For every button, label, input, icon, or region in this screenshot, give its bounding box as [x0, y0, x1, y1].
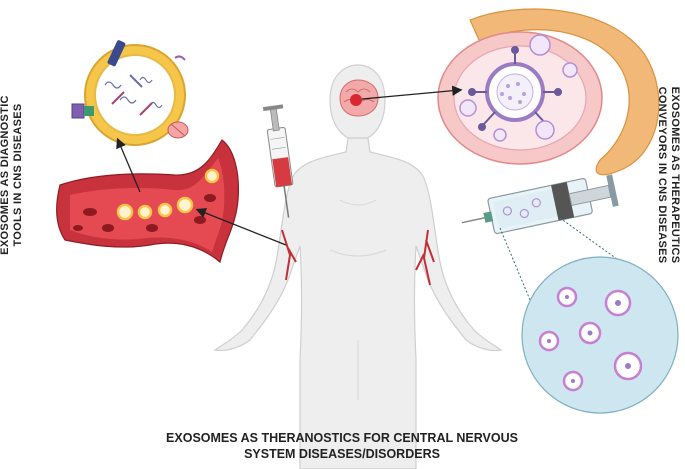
- zoom-line-right: [559, 217, 661, 291]
- diagnostic-label-line2: TOOLS IN CNS DISEASES: [12, 103, 24, 247]
- zoom-line-left: [499, 227, 531, 301]
- brain-barrier-crosssection: [437, 8, 660, 176]
- blood-draw-syringe: [262, 104, 294, 218]
- arrow-arm-to-vessel: [195, 208, 287, 246]
- arrow-brain-to-barrier: [361, 85, 463, 100]
- therapeutic-label-line2: CONVEYORS IN CNS DISEASES: [656, 86, 668, 264]
- arm-veins: [281, 229, 435, 286]
- diagnostic-label-line1: EXOSOMES AS DIAGNOSTIC: [0, 95, 11, 255]
- therapeutic-syringe: [461, 174, 619, 235]
- therapeutic-label: EXOSOMES AS THERAPEUTICS CONVEYORS IN CN…: [655, 70, 681, 280]
- therapeutic-label-line1: EXOSOMES AS THERAPEUTICS: [669, 86, 681, 264]
- diagnostic-exosome: [71, 40, 189, 146]
- therapeutic-exosomes-zoom: [521, 256, 679, 414]
- figure-caption: EXOSOMES AS THERANOSTICS FOR CENTRAL NER…: [92, 430, 592, 462]
- blood-vessel: [56, 139, 240, 264]
- arrow-vessel-to-exosome: [116, 137, 141, 193]
- caption-line2: SYSTEM DISEASES/DISORDERS: [244, 447, 440, 461]
- blood-exosomes: [116, 168, 220, 221]
- caption-line1: EXOSOMES AS THERANOSTICS FOR CENTRAL NER…: [166, 431, 518, 445]
- brain-in-head: [339, 79, 379, 117]
- diagnostic-label: EXOSOMES AS DIAGNOSTIC TOOLS IN CNS DISE…: [0, 80, 25, 270]
